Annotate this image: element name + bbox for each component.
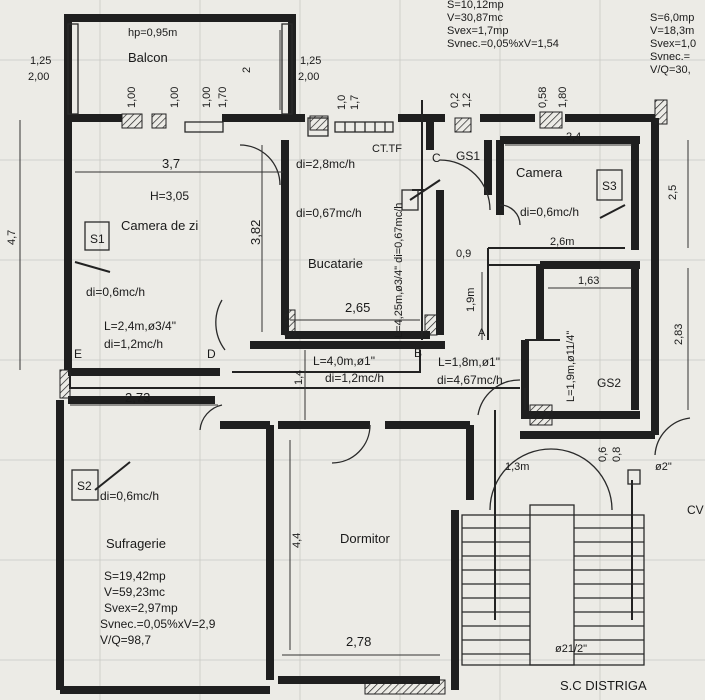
walls bbox=[56, 14, 659, 694]
hatched-blocks bbox=[59, 99, 668, 695]
dim-0-8: 0,8 bbox=[611, 447, 623, 462]
label-a: A bbox=[478, 327, 486, 339]
dim-left-125: 1,25 bbox=[30, 55, 51, 67]
dim-2-6m: 2,6m bbox=[550, 236, 574, 248]
stats-sufragerie: S=19,42mp V=59,23mc Svex=2,97mp Svnec.=0… bbox=[100, 569, 216, 647]
dim-w-058: 0,58 bbox=[537, 87, 549, 108]
pipe-di-06-s2: di=0,6mc/h bbox=[100, 489, 159, 503]
dimension-lines bbox=[19, 30, 689, 656]
pipe-l-1-8: L=1,8m,ø1" bbox=[438, 355, 500, 369]
label-s3: S3 bbox=[602, 179, 617, 193]
dim-balcon-2: 2 bbox=[241, 67, 253, 73]
dim-right-125: 1,25 bbox=[300, 55, 321, 67]
stat-line: Svnec.= bbox=[650, 51, 690, 63]
stats-top-mid: S=10,12mp V=30,87mc Svex=1,7mp Svnec.=0,… bbox=[447, 0, 559, 50]
stat-line: V/Q=98,7 bbox=[100, 633, 151, 647]
dim-2-4: 2,4 bbox=[566, 131, 581, 143]
stat-line: S=10,12mp bbox=[447, 0, 504, 11]
dim-1-3m: 1,3m bbox=[505, 461, 529, 473]
room-dormitor: Dormitor bbox=[340, 531, 391, 546]
room-bucatarie: Bucatarie bbox=[308, 256, 363, 271]
dim-w-100a: 1,00 bbox=[126, 87, 138, 108]
label-d: D bbox=[207, 347, 216, 361]
stats-top-right: S=6,0mp V=18,3m Svex=1,0 Svnec.= V/Q=30, bbox=[650, 12, 696, 76]
door-swings bbox=[199, 144, 691, 511]
dim-w-17: 1,7 bbox=[349, 95, 361, 110]
dim-2-5: 2,5 bbox=[667, 185, 679, 200]
dim-3-7: 3,7 bbox=[162, 156, 180, 171]
label-phi2: ø2" bbox=[655, 461, 672, 473]
label-ct-tf: CT.TF bbox=[372, 143, 402, 155]
gas-piping bbox=[69, 100, 633, 620]
appliance-s1 bbox=[84, 221, 110, 251]
appliance-s3 bbox=[596, 169, 623, 201]
label-c: C bbox=[432, 151, 441, 165]
dim-3-82: 3,82 bbox=[248, 220, 263, 245]
pipe-di-2-8: di=2,8mc/h bbox=[296, 157, 355, 171]
pipe-bucatarie-vertical: L=4,25m,ø3/4" di=0,67mc/h bbox=[393, 203, 405, 338]
dim-1-4: 1,4 bbox=[293, 370, 305, 385]
stat-line: V=30,87mc bbox=[447, 12, 503, 24]
dim-balcon-hp: hp=0,95m bbox=[128, 27, 177, 39]
stat-line: Svex=1,7mp bbox=[447, 25, 508, 37]
dim-1-9m: 1,9m bbox=[465, 288, 477, 312]
dim-4-7: 4,7 bbox=[6, 230, 18, 245]
stat-line: Svex=2,97mp bbox=[104, 601, 178, 615]
dim-w-100b: 1,00 bbox=[169, 87, 181, 108]
stat-line: S=19,42mp bbox=[104, 569, 166, 583]
dim-w-10: 1,0 bbox=[336, 95, 348, 110]
dim-0-9: 0,9 bbox=[456, 248, 471, 260]
stat-line: Svnec.=0,05%xV=2,9 bbox=[100, 617, 216, 631]
label-s1: S1 bbox=[90, 232, 105, 246]
stat-line: Svex=1,0 bbox=[650, 38, 696, 50]
pipe-di-1-2-a: di=1,2mc/h bbox=[104, 337, 163, 351]
stat-line: V=59,23mc bbox=[104, 585, 165, 599]
dim-w-12: 1,2 bbox=[461, 93, 473, 108]
windows bbox=[67, 23, 394, 133]
pipe-di-4-67: di=4,67mc/h bbox=[437, 373, 503, 387]
stat-line: V/Q=30, bbox=[650, 64, 691, 76]
stat-line: S=6,0mp bbox=[650, 12, 694, 24]
stat-line: V=18,3m bbox=[650, 25, 694, 37]
dim-0-6: 0,6 bbox=[597, 447, 609, 462]
stat-line: Svnec.=0,05%xV=1,54 bbox=[447, 38, 559, 50]
vent-box bbox=[307, 117, 329, 137]
pipe-di-06-camera: di=0,6mc/h bbox=[520, 205, 579, 219]
room-sufragerie: Sufragerie bbox=[106, 536, 166, 551]
dim-h-3-05: H=3,05 bbox=[150, 189, 189, 203]
dim-w-100c: 1,00 bbox=[201, 87, 213, 108]
dim-left-200: 2,00 bbox=[28, 71, 49, 83]
gas-regulator-box bbox=[627, 469, 641, 485]
pipe-gs2-vertical: L=1,9m,ø11/4" bbox=[565, 331, 577, 402]
dim-2-78: 2,78 bbox=[346, 634, 371, 649]
label-distriga: S.C DISTRIGA bbox=[560, 678, 647, 693]
room-gs2: GS2 bbox=[597, 376, 621, 390]
label-phi21-2: ø21/2" bbox=[555, 643, 587, 655]
label-b: B bbox=[414, 346, 422, 360]
label-e: E bbox=[74, 347, 82, 361]
room-camera: Camera bbox=[516, 165, 563, 180]
pipe-di-1-2-b: di=1,2mc/h bbox=[325, 371, 384, 385]
appliance-s2 bbox=[71, 469, 99, 501]
room-balcon: Balcon bbox=[128, 50, 168, 65]
label-s2: S2 bbox=[77, 479, 92, 493]
dim-2-73: 2,73 bbox=[125, 390, 150, 405]
dim-w-170: 1,70 bbox=[217, 87, 229, 108]
room-camera-de-zi: Camera de zi bbox=[121, 218, 198, 233]
pipe-di-067-buc: di=0,67mc/h bbox=[296, 206, 362, 220]
label-cv: CV bbox=[687, 503, 704, 517]
pipe-di-06-s1: di=0,6mc/h bbox=[86, 285, 145, 299]
dim-w-180: 1,80 bbox=[557, 87, 569, 108]
dim-right-200: 2,00 bbox=[298, 71, 319, 83]
dim-1-63: 1,63 bbox=[578, 275, 599, 287]
pipe-l-2-4: L=2,4m,ø3/4" bbox=[104, 319, 176, 333]
room-gs1: GS1 bbox=[456, 149, 480, 163]
pipe-l-4-0: L=4,0m,ø1" bbox=[313, 354, 375, 368]
dim-2-83: 2,83 bbox=[673, 324, 685, 345]
gas-meter-box bbox=[401, 189, 419, 211]
dim-4-4: 4,4 bbox=[291, 533, 303, 548]
dim-2-65: 2,65 bbox=[345, 300, 370, 315]
dim-w-02: 0,2 bbox=[449, 93, 461, 108]
